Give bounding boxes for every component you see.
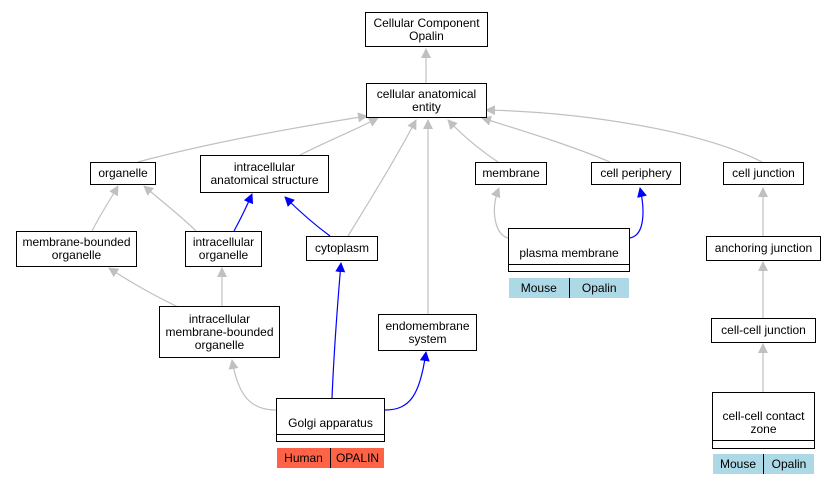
- node-intracellular-anatomical-structure[interactable]: intracellular anatomical structure: [200, 155, 329, 193]
- edge-ias-to-cae: [299, 117, 379, 156]
- tag-gene: Opalin: [568, 278, 629, 298]
- edge-golgi-to-endomembrane: [384, 351, 430, 411]
- cell-cell-contact-zone-label: cell-cell contact zone: [713, 406, 814, 441]
- golgi-apparatus-label: Golgi apparatus: [277, 412, 384, 435]
- edge-io-to-organelle: [143, 185, 197, 232]
- edge-io-to-ias: [233, 193, 254, 232]
- edge-pm-to-periphery: [629, 187, 647, 239]
- node-membrane[interactable]: membrane: [475, 162, 547, 185]
- tag-species: Mouse: [713, 454, 763, 474]
- node-anchoring-junction[interactable]: anchoring junction: [706, 236, 821, 261]
- node-plasma-membrane[interactable]: plasma membrane Mouse Opalin: [508, 228, 630, 298]
- node-organelle[interactable]: organelle: [90, 162, 156, 185]
- edge-golgi-to-imbo: [228, 359, 277, 411]
- edge-cytoplasm-to-ias: [284, 196, 331, 237]
- edge-cytoplasm-to-cae: [347, 119, 417, 237]
- tag-gene: OPALIN: [330, 448, 384, 468]
- node-intracellular-organelle[interactable]: intracellular organelle: [185, 231, 262, 267]
- edge-periphery-to-cae: [481, 115, 611, 163]
- edge-imbo-to-mbo: [108, 267, 181, 309]
- edge-pm-to-membrane: [490, 187, 509, 239]
- edge-mbo-to-organelle: [91, 185, 119, 232]
- node-cellular-anatomical-entity[interactable]: cellular anatomical entity: [366, 83, 487, 118]
- tag-gene: Opalin: [763, 454, 814, 474]
- edges-layer: [91, 48, 768, 411]
- tag-species: Human: [277, 448, 330, 468]
- edge-junction-to-cae: [485, 105, 763, 163]
- tag-species: Mouse: [509, 278, 569, 298]
- node-cell-cell-contact-zone[interactable]: cell-cell contact zone Mouse Opalin: [712, 392, 815, 474]
- node-cellular-component[interactable]: Cellular Component Opalin: [365, 12, 488, 47]
- plasma-membrane-label: plasma membrane: [509, 242, 629, 265]
- node-endomembrane-system[interactable]: endomembrane system: [378, 314, 477, 351]
- node-intracellular-membrane-bounded-organelle[interactable]: intracellular membrane-bounded organelle: [159, 306, 280, 358]
- node-membrane-bounded-organelle[interactable]: membrane-bounded organelle: [16, 231, 137, 267]
- node-cytoplasm[interactable]: cytoplasm: [306, 236, 378, 261]
- node-cell-periphery[interactable]: cell periphery: [591, 162, 681, 185]
- node-cell-junction[interactable]: cell junction: [723, 162, 804, 185]
- edge-membrane-to-cae: [447, 119, 499, 163]
- edge-organelle-to-cae: [137, 112, 368, 163]
- node-cell-cell-junction[interactable]: cell-cell junction: [711, 318, 816, 343]
- node-golgi-apparatus[interactable]: Golgi apparatus Human OPALIN: [276, 398, 385, 468]
- edge-golgi-to-cytoplasm: [331, 262, 346, 399]
